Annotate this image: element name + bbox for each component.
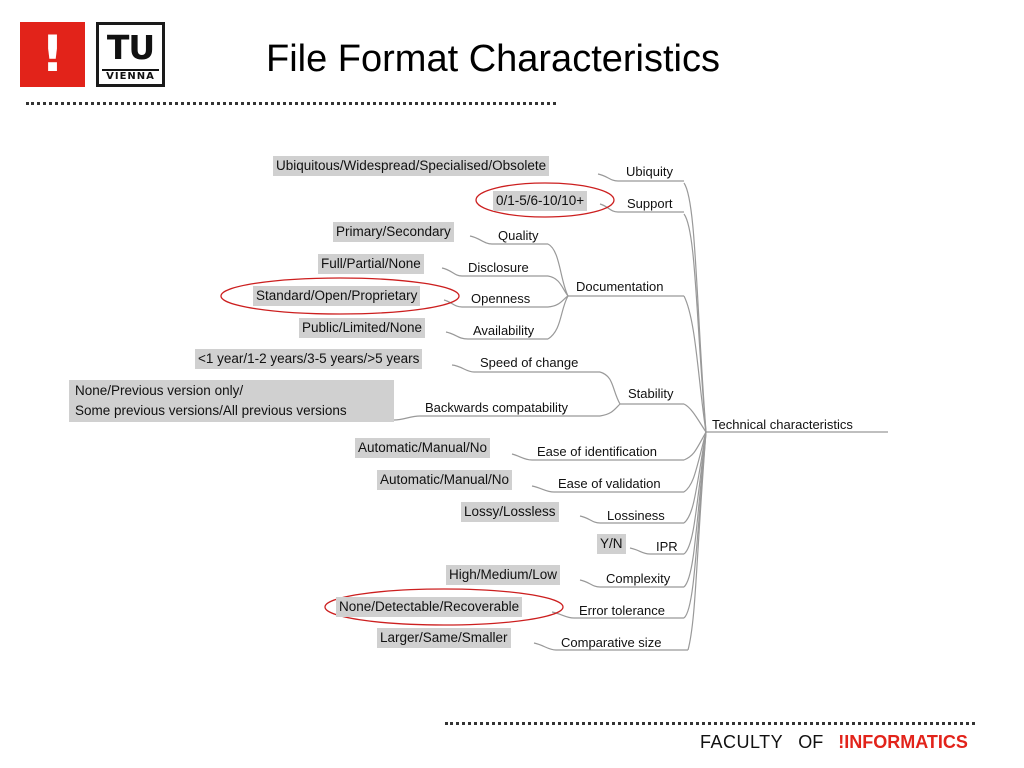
value-ipr: Y/N <box>597 534 626 554</box>
node-availability: Availability <box>473 323 535 338</box>
node-disclosure: Disclosure <box>468 260 529 275</box>
value-openness: Standard/Open/Proprietary <box>253 286 421 306</box>
footer-dotted-divider <box>445 722 975 725</box>
value-backwards-compatability: None/Previous version only/ Some previou… <box>69 380 394 422</box>
link-quality-val <box>469 235 493 245</box>
trunk-lower-1 <box>683 431 707 461</box>
node-ipr: IPR <box>656 539 678 554</box>
trunk-lower-6 <box>683 431 707 619</box>
slide-title: File Format Characteristics <box>266 38 720 80</box>
link-backwards-val <box>393 415 421 421</box>
highlight-support-ellipse <box>475 182 615 218</box>
link-error-val <box>551 611 575 619</box>
value-comparative-size: Larger/Same/Smaller <box>377 628 511 648</box>
value-backwards-line1: None/Previous version only/ <box>75 383 244 398</box>
title-dotted-divider <box>26 102 556 105</box>
footer-faculty-word: FACULTY <box>700 732 784 752</box>
value-backwards-line2: Some previous versions/All previous vers… <box>75 403 347 418</box>
node-comparative-size: Comparative size <box>561 635 662 650</box>
value-availability: Public/Limited/None <box>299 318 426 338</box>
value-ubiquity: Ubiquitous/Widespread/Specialised/Obsole… <box>273 156 550 176</box>
value-disclosure: Full/Partial/None <box>318 254 424 274</box>
link-validation-val <box>531 485 555 493</box>
link-size-val <box>533 642 557 651</box>
doc-hub <box>547 243 569 297</box>
trunk-lower-4 <box>683 431 707 555</box>
doc-hub-4 <box>547 295 569 340</box>
doc-hub-3 <box>547 295 569 308</box>
footer-of-word: OF <box>798 732 824 752</box>
value-complexity: High/Medium/Low <box>446 565 561 585</box>
node-quality: Quality <box>498 228 539 243</box>
value-error-tolerance: None/Detectable/Recoverable <box>336 597 523 617</box>
value-lossiness: Lossy/Lossless <box>461 502 559 522</box>
node-error-tolerance: Error tolerance <box>579 603 665 618</box>
link-identification-val <box>511 453 533 461</box>
node-stability: Stability <box>628 386 674 401</box>
trunk-stability <box>683 403 707 433</box>
stab-hub-1 <box>599 371 621 405</box>
link-speed-val <box>451 364 475 373</box>
link-disclosure-val <box>441 267 463 277</box>
exclamation-logo: ! <box>20 22 85 87</box>
node-documentation: Documentation <box>576 279 664 294</box>
value-support: 0/1-5/6-10/10+ <box>493 191 588 211</box>
link-ubiquity-val <box>597 173 619 182</box>
node-openness: Openness <box>471 291 531 306</box>
node-lossiness: Lossiness <box>607 508 665 523</box>
exclamation-mark: ! <box>41 25 64 83</box>
link-complexity-val <box>579 579 601 588</box>
trunk-documentation <box>683 295 707 433</box>
logo-divider <box>102 69 159 71</box>
node-ease-of-validation: Ease of validation <box>558 476 661 491</box>
highlight-openness-ellipse <box>220 277 460 315</box>
footer-faculty: FACULTY OF !INFORMATICS <box>700 732 968 753</box>
value-ease-of-validation: Automatic/Manual/No <box>377 470 513 490</box>
trunk-lower-2 <box>683 431 707 493</box>
node-ubiquity: Ubiquity <box>626 164 673 179</box>
link-openness-val <box>443 299 463 308</box>
link-lossiness-val <box>579 515 601 524</box>
value-ease-of-identification: Automatic/Manual/No <box>355 438 491 458</box>
link-availability-val <box>445 331 469 340</box>
value-quality: Primary/Secondary <box>333 222 454 242</box>
node-backwards-compatability: Backwards compatability <box>425 400 569 415</box>
trunk-support <box>683 213 707 433</box>
logo-tu-text: TU <box>106 28 155 67</box>
trunk-lower-3 <box>683 431 707 524</box>
link-support-val <box>599 203 619 213</box>
logo-vienna-text: VIENNA <box>106 71 155 82</box>
highlight-error-ellipse <box>324 588 564 626</box>
footer-informatics-word: !INFORMATICS <box>838 732 968 752</box>
value-speed-of-change: <1 year/1-2 years/3-5 years/>5 years <box>195 349 423 369</box>
stab-hub-2 <box>599 403 621 417</box>
node-speed-of-change: Speed of change <box>480 355 579 370</box>
node-support: Support <box>627 196 673 211</box>
link-ipr-val <box>629 547 651 555</box>
doc-hub-2 <box>547 275 569 297</box>
mindmap-root: Technical characteristics <box>712 417 853 432</box>
node-ease-of-identification: Ease of identification <box>537 444 657 459</box>
node-complexity: Complexity <box>606 571 671 586</box>
tu-vienna-logo: TU VIENNA <box>96 22 165 87</box>
